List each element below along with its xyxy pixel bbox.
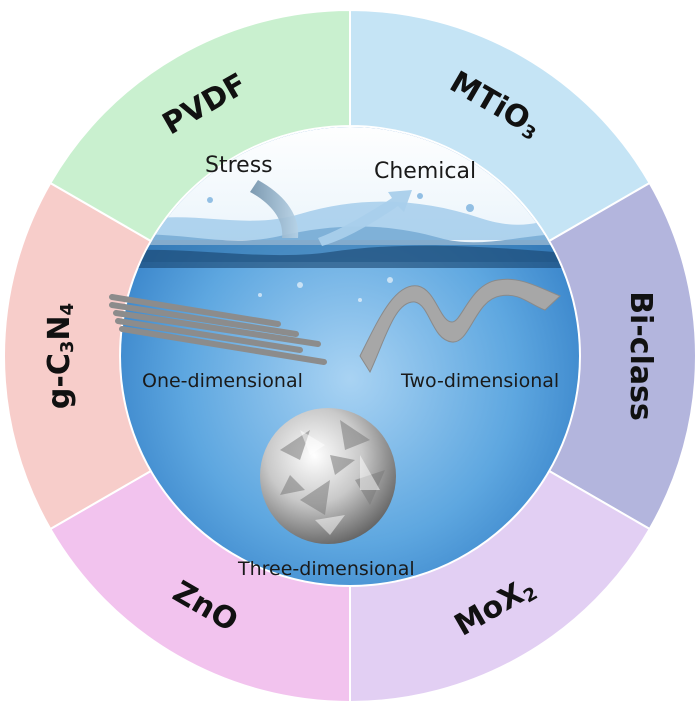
three-dimensional-label: Three-dimensional [237,558,415,580]
ring-label-bi-class: Bi-class [624,291,659,421]
chemical-label: Chemical [374,159,476,184]
chemical-arrow [318,190,412,246]
three-dimensional-sphere [260,408,396,544]
two-dimensional-nanosheet [359,278,561,374]
one-dimensional-label: One-dimensional [142,370,303,392]
one-dimensional-nanorods [109,294,327,365]
ring-label-g-c3n4: g-C3N4 [42,303,79,409]
ring-segment-pvdf [48,8,351,243]
stress-label: Stress [205,153,273,178]
stress-arrow [250,180,299,238]
two-dimensional-label: Two-dimensional [400,370,559,392]
